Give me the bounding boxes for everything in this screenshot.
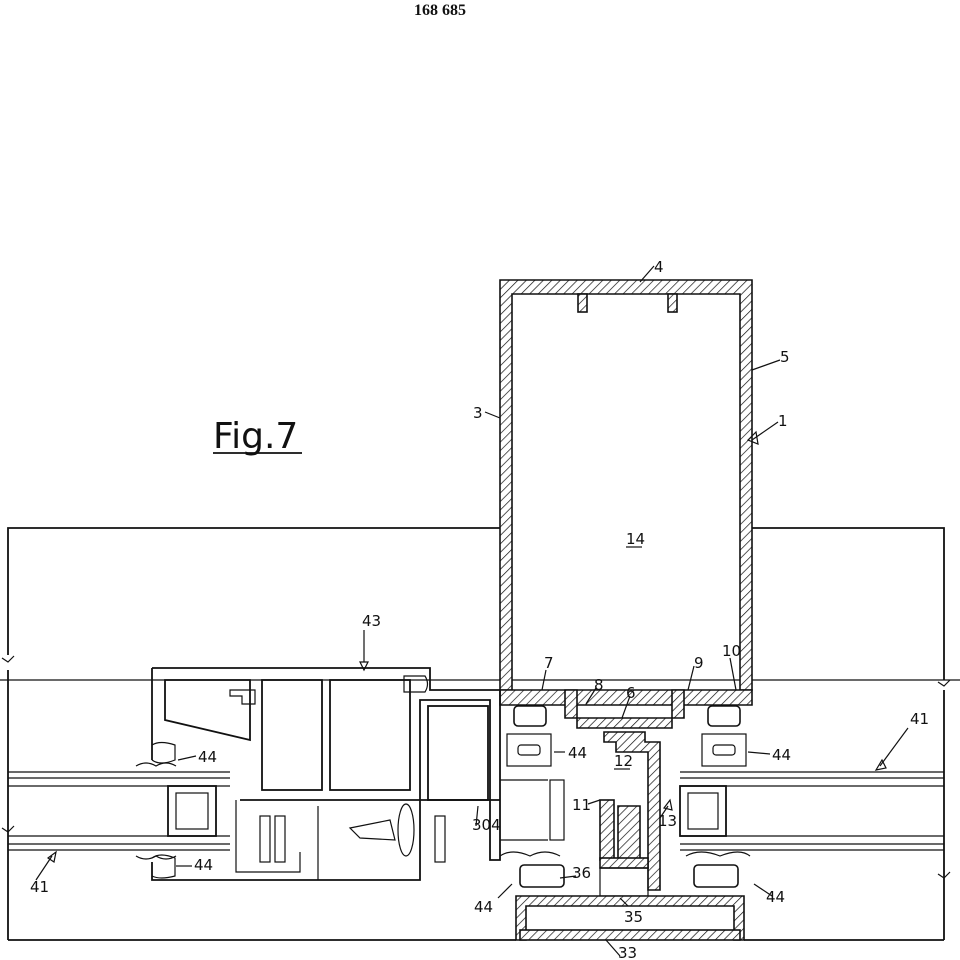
mullion-profile (499, 279, 753, 767)
glazing-panel-left (8, 771, 230, 851)
label-9: 9 (694, 654, 704, 672)
outer-frame (0, 527, 960, 941)
label-304: 304 (472, 816, 501, 834)
label-44-center: 44 (568, 744, 587, 762)
document-number: 168 685 (414, 2, 466, 19)
glazing-panel-right (679, 771, 944, 851)
label-14: 14 (626, 530, 645, 548)
label-44-right: 44 (772, 746, 791, 764)
leader-lines (35, 265, 909, 957)
label-44-lower-left: 44 (194, 856, 213, 874)
label-36: 36 (572, 864, 591, 882)
label-10: 10 (722, 642, 741, 660)
label-7: 7 (544, 654, 554, 672)
label-4: 4 (654, 258, 664, 276)
label-35: 35 (624, 908, 643, 926)
cover-cap (515, 864, 745, 941)
label-13: 13 (658, 812, 677, 830)
label-1: 1 (778, 412, 788, 430)
label-44-bottom-left: 44 (474, 898, 493, 916)
label-11: 11 (572, 796, 591, 814)
label-3: 3 (473, 404, 483, 422)
figure-title: Fig.7 (213, 416, 298, 457)
label-12: 12 (614, 752, 633, 770)
connector-element (599, 731, 661, 897)
label-41-right: 41 (910, 710, 929, 728)
label-44-upper-left: 44 (198, 748, 217, 766)
label-41-left: 41 (30, 878, 49, 896)
label-8: 8 (594, 676, 604, 694)
label-43: 43 (362, 612, 381, 630)
label-6: 6 (626, 684, 636, 702)
label-5: 5 (780, 348, 790, 366)
label-44-bottom-right: 44 (766, 888, 785, 906)
window-sash (135, 667, 751, 881)
label-33: 33 (618, 944, 637, 960)
